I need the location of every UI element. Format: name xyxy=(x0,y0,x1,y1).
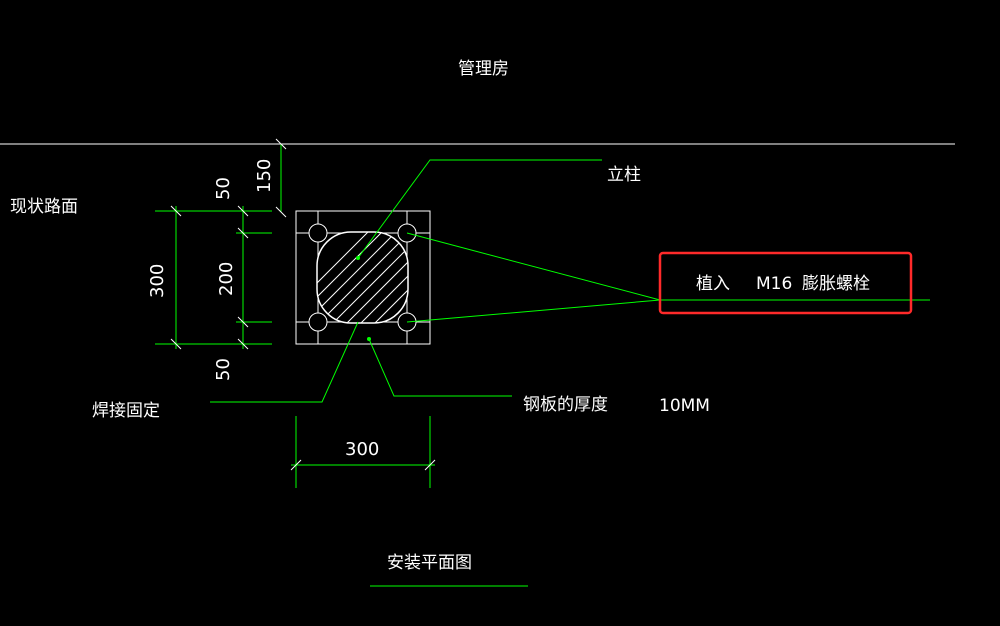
bolt-hole-bl xyxy=(308,312,328,332)
dim-150-tick-bottom xyxy=(275,206,287,218)
bolt-callout-highlight xyxy=(658,251,913,315)
dim-50-top-text: 50 xyxy=(213,177,234,200)
dim-300-vertical-text: 300 xyxy=(147,264,168,298)
dim-chain-tick-2 xyxy=(237,227,249,239)
plate-thickness-label: 10MM xyxy=(659,396,710,416)
dim-300-tick-bottom xyxy=(170,338,182,350)
dim-chain-tick-4 xyxy=(237,338,249,350)
bolt-hole-tl xyxy=(308,223,328,243)
dim-chain-tick-1 xyxy=(237,205,249,217)
dim-300-tick-top xyxy=(170,205,182,217)
dim-300-h-tick-right xyxy=(424,459,436,471)
post-leader xyxy=(357,159,602,259)
post-section xyxy=(316,231,409,324)
dim-200-text: 200 xyxy=(216,262,237,296)
post-leader-dot xyxy=(356,256,360,260)
drawing-title: 安装平面图 xyxy=(387,553,472,573)
base-plate xyxy=(295,210,431,345)
dim-50-bottom-text: 50 xyxy=(213,358,234,381)
plate-label: 钢板的厚度 xyxy=(523,395,608,415)
plate-leader xyxy=(368,338,512,397)
bolt-leader-bottom xyxy=(406,299,661,323)
plate-leader-dot xyxy=(367,337,371,341)
bolt-type-label: 膨胀螺栓 xyxy=(802,274,870,294)
dim-300-h-tick-left xyxy=(290,459,302,471)
dim-300-horizontal-text: 300 xyxy=(345,439,379,460)
building-label: 管理房 xyxy=(458,59,509,79)
bolt-plant-label: 植入 xyxy=(696,274,730,294)
dim-150-tick-top xyxy=(275,138,287,150)
dim-chain-tick-3 xyxy=(237,316,249,328)
bolt-spec-label: M16 xyxy=(756,274,792,294)
road-label: 现状路面 xyxy=(10,197,78,217)
dim-150-text: 150 xyxy=(254,159,275,193)
weld-label: 焊接固定 xyxy=(92,401,160,421)
post-label: 立柱 xyxy=(607,165,641,185)
bolt-leader-top xyxy=(406,232,661,301)
weld-leader xyxy=(210,321,359,403)
